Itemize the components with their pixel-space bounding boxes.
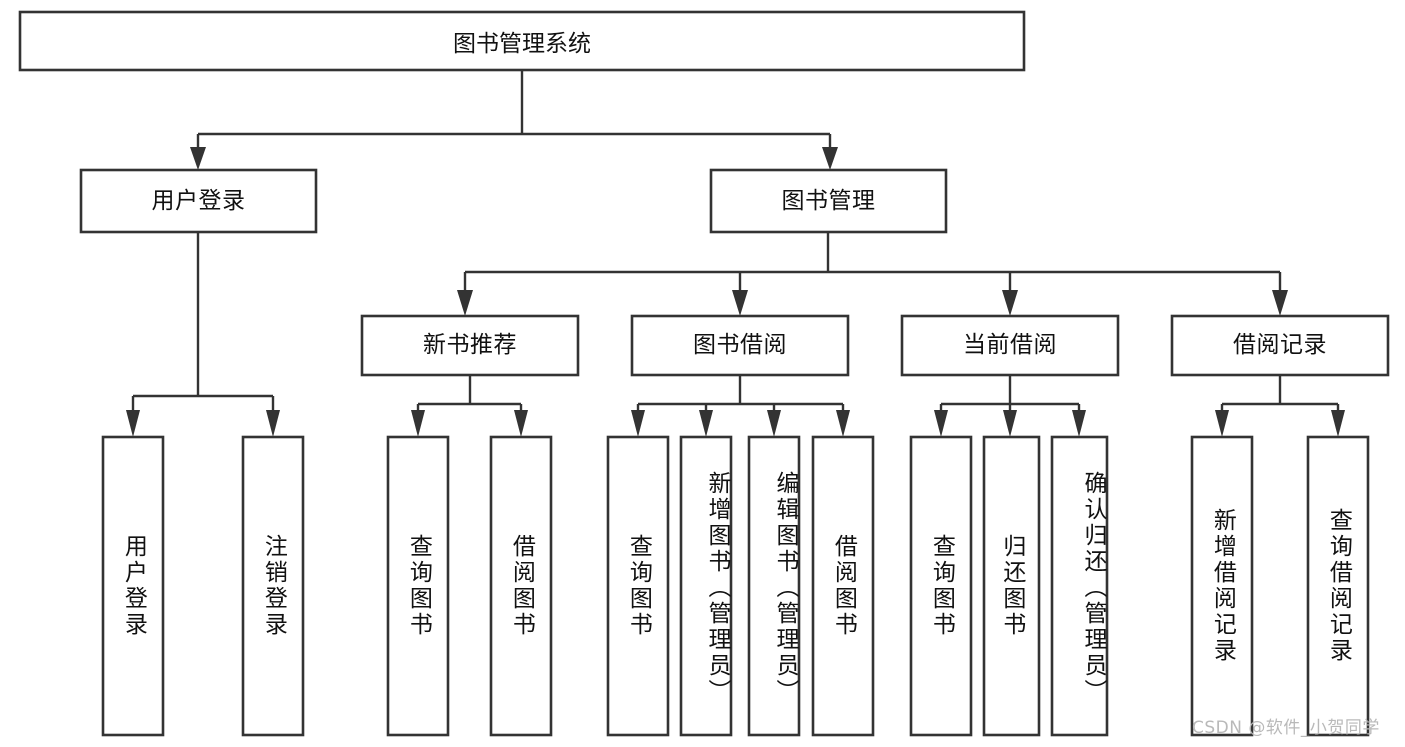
arrow-head-leaf-query-record <box>1331 410 1345 437</box>
arrow-head-leaf-return-book <box>1003 410 1017 437</box>
node-leaf-query-book-1-shape[interactable] <box>386 435 450 737</box>
node-leaf-query-book-2-shape[interactable] <box>606 435 670 737</box>
node-leaf-user-login-shape[interactable] <box>101 435 165 737</box>
arrow-head-leaf-query-book-1 <box>411 410 425 437</box>
arrow-head-leaf-query-book-2 <box>631 410 645 437</box>
node-book-borrow-shape[interactable] <box>630 314 850 377</box>
arrow-head-leaf-user-login <box>126 410 140 437</box>
arrow-head-borrow-record <box>1272 290 1288 316</box>
arrow-head-leaf-borrow-book-2 <box>836 410 850 437</box>
node-current-borrow-shape[interactable] <box>900 314 1120 377</box>
node-leaf-add-record-shape[interactable] <box>1190 435 1254 737</box>
arrow-head-leaf-query-book-3 <box>934 410 948 437</box>
node-leaf-return-book-shape[interactable] <box>982 435 1041 737</box>
node-borrow-record-shape[interactable] <box>1170 314 1390 377</box>
arrow-head-leaf-borrow-book-1 <box>514 410 528 437</box>
arrow-head-leaf-add-record <box>1215 410 1229 437</box>
arrow-head-new-book-recommend <box>457 290 473 316</box>
arrow-head-leaf-confirm-return <box>1072 410 1086 437</box>
node-leaf-borrow-book-1-shape[interactable] <box>489 435 553 737</box>
node-leaf-query-book-3-shape[interactable] <box>909 435 973 737</box>
node-user-login-shape[interactable] <box>79 168 318 234</box>
node-leaf-add-book-shape[interactable] <box>679 435 733 737</box>
arrow-head-current-borrow <box>1002 290 1018 316</box>
arrow-head-book-manage <box>822 147 838 170</box>
node-leaf-edit-book-shape[interactable] <box>747 435 801 737</box>
node-leaf-user-logout-shape[interactable] <box>241 435 305 737</box>
arrow-head-leaf-add-book <box>699 410 713 437</box>
arrow-head-book-borrow <box>732 290 748 316</box>
arrow-head-leaf-user-logout <box>266 410 280 437</box>
node-book-manage-shape[interactable] <box>709 168 948 234</box>
arrow-head-user-login <box>190 147 206 170</box>
csdn-watermark: CSDN @软件_小贺同学 <box>1192 718 1380 738</box>
node-leaf-borrow-book-2-shape[interactable] <box>811 435 875 737</box>
node-new-book-recommend-shape[interactable] <box>360 314 580 377</box>
node-leaf-query-record-shape[interactable] <box>1306 435 1370 737</box>
arrow-head-leaf-edit-book <box>767 410 781 437</box>
node-leaf-confirm-return-shape[interactable] <box>1050 435 1109 737</box>
node-root-shape[interactable] <box>18 10 1026 72</box>
